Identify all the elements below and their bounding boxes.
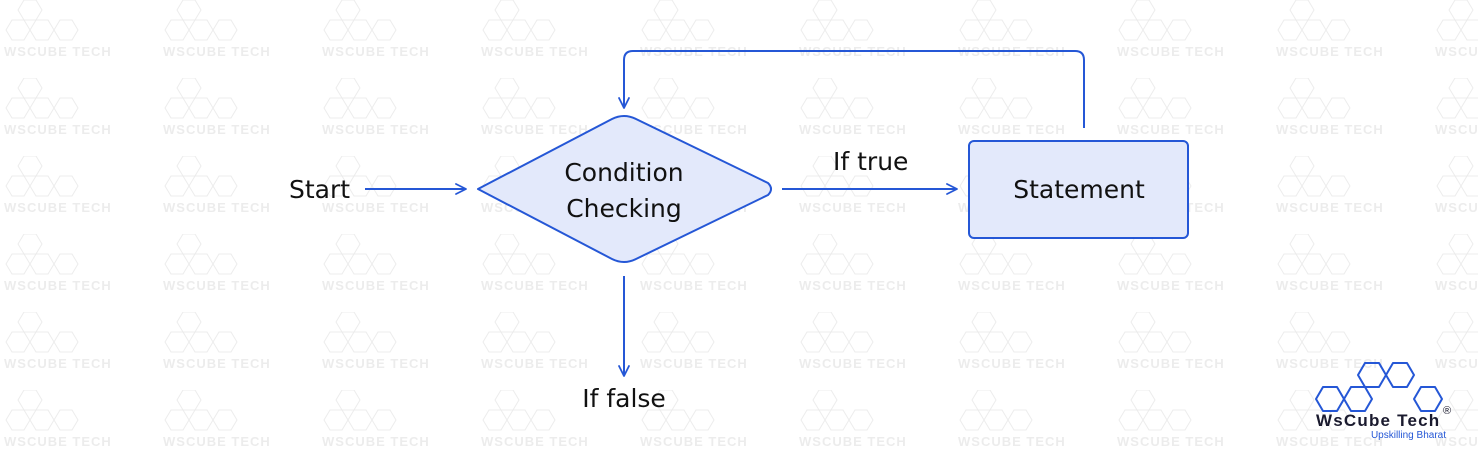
- arrow-loop-back: [618, 50, 1085, 128]
- condition-diamond: [477, 115, 772, 263]
- statement-label: Statement: [1013, 175, 1145, 204]
- if-true-label: If true: [833, 147, 908, 176]
- condition-label-line2: Checking: [566, 194, 682, 223]
- logo-registered-mark: ®: [1443, 405, 1451, 417]
- if-false-label: If false: [582, 384, 666, 413]
- statement-box: [968, 140, 1189, 239]
- condition-label-line1: Condition: [564, 158, 683, 187]
- logo-tagline: Upskilling Bharat: [1371, 430, 1446, 441]
- start-label: Start: [289, 175, 350, 204]
- hexagon-cluster-icon: [1315, 362, 1443, 412]
- brand-logo: WsCube Tech ® Upskilling Bharat: [1315, 362, 1451, 441]
- logo-brand-text: WsCube Tech: [1316, 411, 1440, 430]
